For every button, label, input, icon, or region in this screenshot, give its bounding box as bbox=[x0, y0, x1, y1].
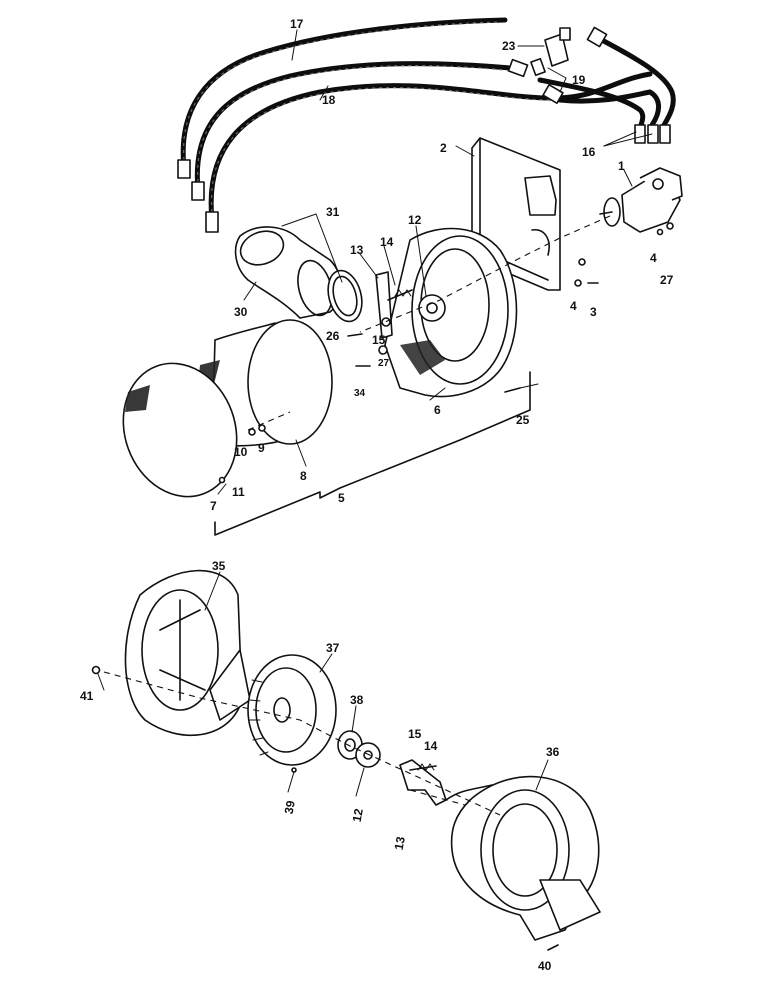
hose-fitting bbox=[177, 159, 191, 179]
callout-12: 12 bbox=[350, 807, 366, 823]
fastener-hardware bbox=[218, 222, 674, 484]
callout-8: 8 bbox=[300, 469, 307, 483]
hose-fitting bbox=[634, 124, 646, 144]
callout-40: 40 bbox=[538, 959, 552, 973]
callout-15: 15 bbox=[372, 333, 386, 347]
callout-27: 27 bbox=[660, 273, 674, 287]
hose-assembly-17 bbox=[177, 17, 529, 201]
callout-25: 25 bbox=[516, 413, 530, 427]
intake-elbow bbox=[234, 226, 342, 319]
callout-19: 19 bbox=[572, 73, 586, 87]
callout-12: 12 bbox=[408, 213, 422, 227]
callout-31: 31 bbox=[326, 205, 340, 219]
assembly-axis bbox=[359, 215, 611, 333]
callout-27: 27 bbox=[378, 358, 390, 369]
callout-36: 36 bbox=[546, 745, 560, 759]
callout-13: 13 bbox=[350, 243, 364, 257]
callout-9: 9 bbox=[258, 441, 265, 455]
fastener-hardware bbox=[91, 665, 559, 951]
callout-4: 4 bbox=[570, 299, 577, 313]
callout-14: 14 bbox=[424, 739, 438, 753]
callout-15: 15 bbox=[408, 727, 422, 741]
hose-fitting bbox=[507, 58, 529, 78]
leader-lines bbox=[97, 29, 653, 797]
callout-11: 11 bbox=[232, 485, 245, 499]
housing-front bbox=[450, 775, 601, 941]
callout-39: 39 bbox=[282, 799, 298, 815]
callout-5: 5 bbox=[338, 491, 345, 505]
sprocket bbox=[355, 742, 381, 768]
adapter-fittings-19-23 bbox=[517, 27, 571, 104]
callout-7: 7 bbox=[210, 499, 217, 513]
callout-37: 37 bbox=[326, 641, 340, 655]
callout-30: 30 bbox=[234, 305, 248, 319]
callout-13: 13 bbox=[392, 835, 408, 851]
callout-34: 34 bbox=[354, 388, 366, 399]
callout-18: 18 bbox=[322, 93, 336, 107]
callout-23: 23 bbox=[502, 39, 516, 53]
assembly-axis bbox=[103, 671, 501, 816]
callout-41: 41 bbox=[80, 689, 94, 703]
hose-fitting bbox=[659, 124, 671, 144]
assembly-axis bbox=[409, 789, 466, 806]
callout-2: 2 bbox=[440, 141, 447, 155]
hose-fitting bbox=[647, 124, 659, 144]
hose-fitting bbox=[191, 181, 205, 201]
hydraulic-motor bbox=[599, 167, 683, 233]
callout-35: 35 bbox=[212, 559, 226, 573]
end-cover bbox=[122, 362, 238, 498]
callout-26: 26 bbox=[326, 329, 340, 343]
callout-16: 16 bbox=[582, 145, 596, 159]
callout-3: 3 bbox=[590, 305, 597, 319]
assembly-axis bbox=[247, 411, 291, 431]
callout-1: 1 bbox=[618, 159, 625, 173]
callout-4: 4 bbox=[650, 251, 657, 265]
fan-housing bbox=[384, 227, 518, 398]
impeller-wheel bbox=[247, 654, 337, 766]
callout-10: 10 bbox=[234, 445, 248, 459]
callout-6: 6 bbox=[434, 403, 441, 417]
hose-fitting bbox=[205, 211, 219, 233]
callout-14: 14 bbox=[380, 235, 394, 249]
group-bracket bbox=[214, 371, 531, 536]
hose-assembly-16 bbox=[537, 26, 676, 144]
tensioner-arm bbox=[375, 271, 413, 339]
callout-38: 38 bbox=[350, 693, 364, 707]
housing-back-plate bbox=[124, 569, 251, 737]
callout-labels: 17 18 23 19 16 1 2 31 12 14 13 30 26 15 … bbox=[80, 17, 674, 973]
hose-fitting bbox=[586, 26, 608, 48]
callout-17: 17 bbox=[290, 17, 304, 31]
